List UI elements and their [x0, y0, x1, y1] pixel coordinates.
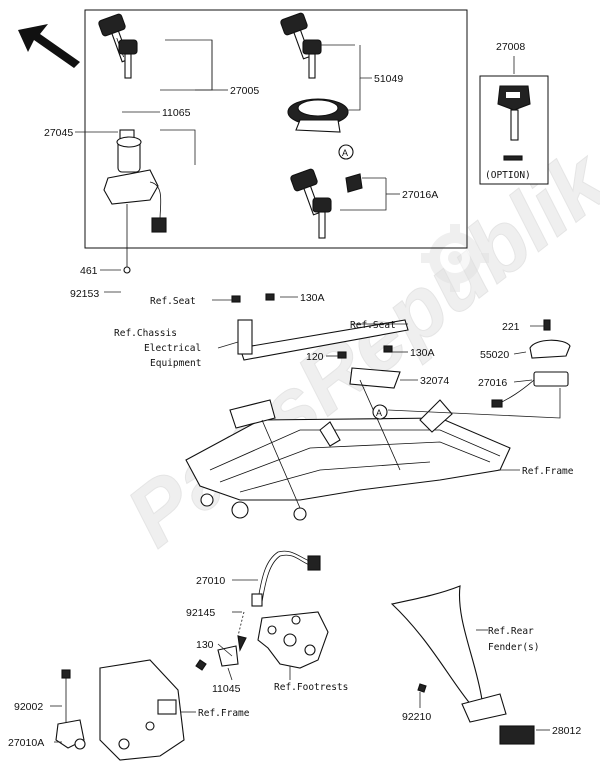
key-icon — [312, 197, 332, 239]
callout-51049: 51049 — [374, 73, 403, 85]
direction-arrow-icon — [18, 24, 80, 68]
seat-bracket — [231, 293, 409, 389]
callout-27016: 27016 — [478, 377, 507, 389]
seat-lock-assembly — [491, 319, 571, 408]
callout-11065: 11065 — [162, 107, 191, 119]
ref-frame-right: Ref.Frame — [522, 466, 574, 477]
fuel-cap — [287, 98, 349, 133]
marker-a-frame: A — [372, 404, 388, 420]
ref-footrests: Ref.Footrests — [274, 682, 348, 693]
lower-frame — [99, 659, 185, 761]
kit-frame — [84, 9, 468, 249]
ignition-switch — [103, 129, 167, 274]
side-stand-switch — [55, 669, 86, 750]
callout-92153: 92153 — [70, 288, 99, 300]
callout-130A-top: 130A — [300, 292, 325, 304]
ref-rear-fender-line1: Ref.Rear — [488, 626, 534, 637]
callout-461: 461 — [80, 265, 98, 277]
callout-130A-right: 130A — [410, 347, 435, 359]
seat-lock-part: A — [338, 144, 363, 193]
reference-labels: Ref.Seat Ref.Seat Ref.Chassis Electrical… — [114, 296, 574, 719]
callout-92145: 92145 — [186, 607, 215, 619]
ref-frame-bottom: Ref.Frame — [198, 708, 250, 719]
callout-27045: 27045 — [44, 127, 73, 139]
callout-27016A: 27016A — [402, 189, 438, 201]
gear-icon — [421, 224, 489, 292]
callout-92210: 92210 — [402, 711, 431, 723]
callout-130: 130 — [196, 639, 214, 651]
callout-32074: 32074 — [420, 375, 449, 387]
callout-92002: 92002 — [14, 701, 43, 713]
callout-27005: 27005 — [230, 85, 259, 97]
rear-fender — [390, 585, 535, 745]
callout-27010A: 27010A — [8, 737, 44, 749]
callout-221: 221 — [502, 321, 520, 333]
callout-27008: 27008 — [496, 41, 525, 53]
ref-seat-right: Ref.Seat — [350, 320, 396, 331]
key-icon — [118, 39, 138, 79]
ref-chassis-line1: Ref.Chassis — [114, 328, 177, 339]
main-frame — [185, 379, 511, 521]
ref-chassis-line3: Equipment — [150, 358, 201, 369]
marker-a — [338, 144, 354, 160]
callout-27010: 27010 — [196, 575, 225, 587]
callout-11045: 11045 — [212, 683, 241, 695]
svg-text:A: A — [342, 148, 348, 158]
callouts: 27045 27005 11065 51049 27016A 27008 461… — [8, 41, 581, 749]
leader-lines — [50, 39, 561, 743]
ref-chassis-line2: Electrical — [144, 343, 201, 354]
option-key-box: (OPTION) — [479, 75, 549, 185]
ref-rear-fender-line2: Fender(s) — [488, 642, 539, 653]
callout-28012: 28012 — [552, 725, 581, 737]
callout-55020: 55020 — [480, 349, 509, 361]
ref-seat-left: Ref.Seat — [150, 296, 196, 307]
stop-switch-parts — [195, 611, 247, 671]
harness-27010 — [251, 550, 321, 607]
footrest-bracket — [257, 611, 329, 669]
option-label: (OPTION) — [485, 170, 531, 181]
callout-120: 120 — [306, 351, 324, 363]
key-icon — [302, 39, 322, 79]
svg-text:A: A — [376, 408, 382, 418]
